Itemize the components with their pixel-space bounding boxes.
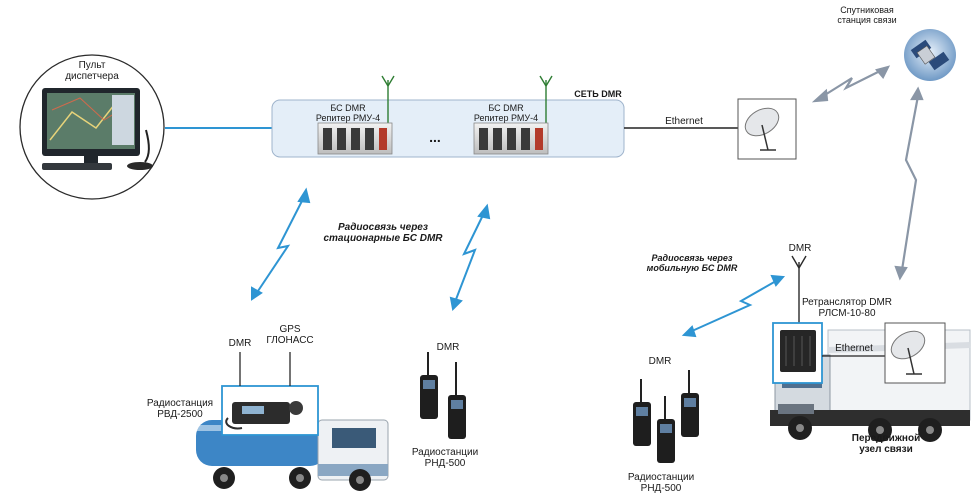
right-handhelds-dmr-label: DMR — [648, 356, 672, 367]
satellite-link-arrows — [811, 65, 924, 281]
bs1-repeater-rack-icon — [317, 122, 393, 155]
mobile-dmr-label: DMR — [788, 243, 812, 254]
handheld-radios-right — [633, 370, 699, 463]
dispatcher-console — [19, 54, 165, 200]
radio-link-arrows — [251, 187, 786, 338]
satellite-dish-icon — [744, 107, 780, 137]
bs2-repeater-rack-icon — [473, 122, 549, 155]
truck-with-radio — [196, 352, 389, 491]
ethernet-main-label: Ethernet — [665, 116, 703, 127]
vehicle-dmr-label: DMR — [228, 338, 252, 349]
mobile-dmr-antenna-icon — [791, 255, 807, 330]
bs2-antenna-icon — [539, 75, 553, 125]
handheld-radios-center — [420, 352, 466, 439]
dmr-network-title: СЕТЬ DMR — [574, 89, 622, 99]
ellipsis-label: ... — [429, 129, 441, 145]
dmr-network-panel — [271, 75, 625, 158]
satellite-icon — [904, 29, 956, 81]
keyboard-icon — [42, 163, 112, 170]
repeater-box-icon — [780, 330, 816, 372]
mobile-ethernet-label: Ethernet — [835, 343, 873, 354]
ground-satellite-dish — [737, 98, 797, 160]
microphone-icon — [144, 129, 150, 163]
mobile-node-truck — [770, 255, 971, 442]
center-handhelds-dmr-label: DMR — [436, 342, 460, 353]
bs1-antenna-icon — [381, 75, 395, 125]
mobile-satellite-dish-icon — [890, 330, 926, 360]
